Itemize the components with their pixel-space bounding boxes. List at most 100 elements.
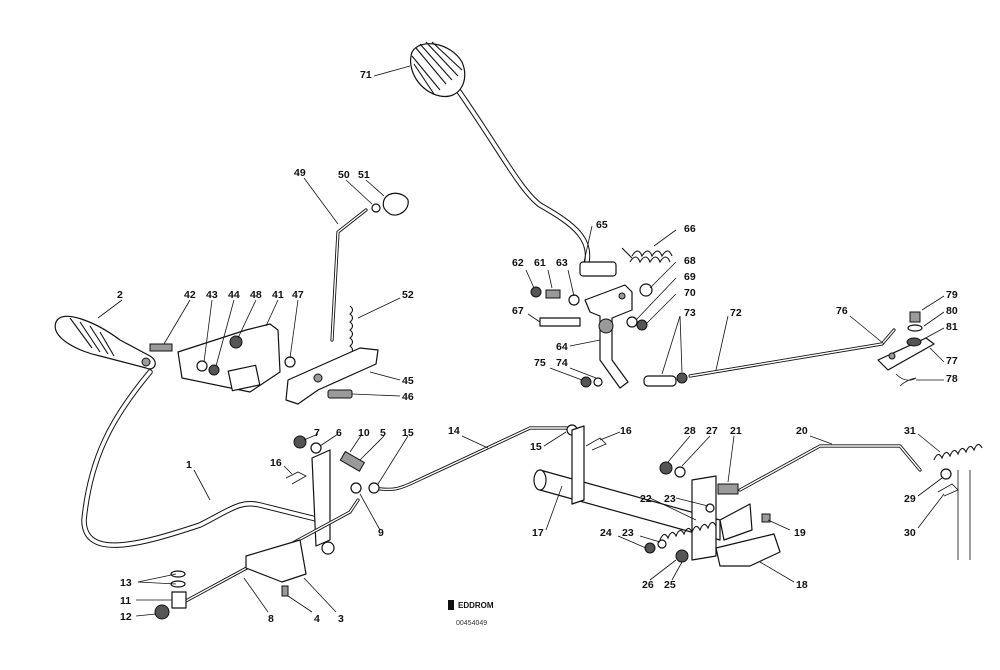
pedal-bracket-64 (584, 284, 633, 389)
callout-68: 68 (684, 255, 696, 267)
callout-73: 73 (684, 307, 696, 319)
bolt-4 (281, 585, 289, 597)
callout-49: 49 (294, 167, 306, 179)
callout-66: 66 (684, 223, 696, 235)
nut-28 (659, 461, 673, 475)
clamp-18 (715, 533, 781, 567)
callout-46: 46 (402, 391, 414, 403)
pedal-mount-bracket (149, 323, 296, 393)
callout-17: 17 (532, 527, 544, 539)
callout-67: 67 (512, 305, 524, 317)
callout-80: 80 (946, 305, 958, 317)
washer-23b (705, 503, 715, 513)
bolt-61 (545, 289, 561, 299)
callout-4: 4 (314, 613, 320, 625)
callout-75: 75 (534, 357, 546, 369)
callout-64: 64 (556, 341, 568, 353)
bolt-42 (149, 343, 173, 352)
washer-74 (593, 377, 603, 387)
left-linkage (285, 435, 366, 547)
washer-23a (657, 539, 667, 549)
callout-27: 27 (706, 425, 718, 437)
callout-25: 25 (664, 579, 676, 591)
pedal-grip-71 (410, 41, 466, 98)
callout-41: 41 (272, 289, 284, 301)
callout-23-lower: 23 (622, 527, 634, 539)
knob-51 (382, 192, 409, 216)
clip-16-right (585, 437, 607, 451)
callout-24: 24 (600, 527, 612, 539)
callout-50: 50 (338, 169, 350, 181)
callout-81: 81 (946, 321, 958, 333)
spring-52 (349, 305, 354, 355)
torsion-spring-66 (621, 247, 673, 264)
mount-plate-41 (177, 323, 281, 393)
callout-45: 45 (402, 375, 414, 387)
bolt-21 (717, 483, 739, 495)
callout-6: 6 (336, 427, 342, 439)
forward-pedal-assembly (410, 41, 617, 277)
callout-13: 13 (120, 577, 132, 589)
callout-43: 43 (206, 289, 218, 301)
nut-44 (208, 364, 220, 376)
callout-62: 62 (512, 257, 524, 269)
washer-63 (568, 294, 580, 306)
callout-12: 12 (120, 611, 132, 623)
drawing-code: 00454049 (456, 620, 487, 627)
rod-20 (738, 444, 922, 492)
clip-78 (895, 373, 917, 387)
callout-74: 74 (556, 357, 568, 369)
callout-18: 18 (796, 579, 808, 591)
swivel-11 (171, 591, 187, 609)
callout-44: 44 (228, 289, 240, 301)
nut-24 (644, 542, 656, 554)
nut-62 (530, 286, 542, 298)
cross-shaft-17 (533, 425, 753, 561)
bolt-67 (539, 317, 581, 327)
callout-8: 8 (268, 613, 274, 625)
callout-16-left: 16 (270, 457, 282, 469)
callout-1: 1 (186, 459, 192, 471)
lever-plate-45 (285, 347, 379, 405)
callout-22: 22 (640, 493, 652, 505)
callout-14: 14 (448, 425, 460, 437)
washer-6 (310, 442, 322, 454)
washer-9 (350, 482, 362, 494)
pivot-sleeve (579, 261, 617, 277)
washer-69 (626, 316, 638, 328)
callout-71: 71 (360, 69, 372, 81)
callout-26: 26 (642, 579, 654, 591)
washer-43 (196, 360, 208, 372)
callout-61: 61 (534, 257, 546, 269)
callout-15-right: 15 (530, 441, 542, 453)
nut-70 (636, 319, 648, 331)
callout-77: 77 (946, 355, 958, 367)
callout-78: 78 (946, 373, 958, 385)
callout-10: 10 (358, 427, 370, 439)
brake-pedal-2 (54, 315, 323, 548)
nut-25 (675, 549, 689, 563)
callout-5: 5 (380, 427, 386, 439)
nut-12 (154, 604, 170, 620)
bolt-10 (339, 450, 366, 472)
callout-labels: 71 49 50 51 2 42 43 44 48 41 47 52 45 46… (97, 65, 958, 625)
callout-69: 69 (684, 271, 696, 283)
callout-52: 52 (402, 289, 414, 301)
callout-21: 21 (730, 425, 742, 437)
callout-63: 63 (556, 257, 568, 269)
callout-15-left: 15 (402, 427, 414, 439)
brand-text: EDDROM (458, 601, 494, 610)
callout-29: 29 (904, 493, 916, 505)
washer-13a (170, 570, 186, 578)
washer-50 (371, 203, 381, 213)
nut-81 (906, 337, 922, 347)
washer-68 (639, 283, 653, 297)
callout-76: 76 (836, 305, 848, 317)
callout-48: 48 (250, 289, 262, 301)
clip-30 (937, 483, 959, 497)
callout-19: 19 (794, 527, 806, 539)
nut-7 (293, 435, 307, 449)
nut-75 (580, 376, 592, 388)
callout-3: 3 (338, 613, 344, 625)
bolt-46 (327, 389, 353, 399)
